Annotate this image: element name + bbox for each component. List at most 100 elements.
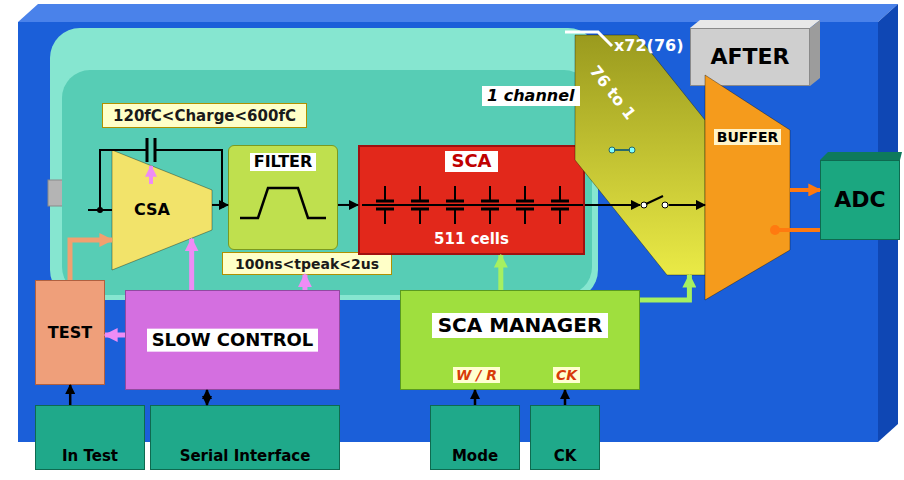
signal-connector (564, 390, 567, 405)
node-text: 1 channel (482, 86, 580, 106)
capacitor-plate (516, 200, 534, 203)
channel-count: x72(76) (614, 36, 683, 55)
feedback-wire (155, 150, 222, 205)
box-top-face (820, 152, 902, 160)
node-text: In Test (62, 448, 118, 465)
sca-bus (362, 204, 583, 206)
range-label: 120fC<Charge<600fC (102, 103, 307, 128)
memory-array: SCA 511 cells (358, 145, 585, 255)
signal-connector (585, 204, 640, 206)
chip-panel (18, 22, 878, 442)
signal-connector (189, 239, 194, 290)
junction-dot (97, 207, 103, 213)
node-text: Mode (452, 448, 498, 465)
node-text: AFTER (710, 44, 789, 69)
node-text: CK (554, 448, 577, 465)
text-holder: TEST (36, 323, 104, 342)
junction-dot (219, 202, 225, 208)
text-holder: 100ns<tpeak<2us (223, 254, 391, 273)
signal-connector (206, 390, 209, 405)
node-text: SCA MANAGER (432, 313, 609, 338)
capacitor-lead (524, 209, 526, 224)
converter-box: ADC (820, 160, 900, 240)
capacitor-lead (559, 186, 561, 201)
buffer-shape: BUFFER (705, 75, 790, 300)
input-box: CK (530, 405, 600, 470)
test-box: TEST (35, 280, 105, 385)
text-holder: CK (531, 446, 599, 465)
capacitor-lead (384, 186, 386, 201)
capacitor-lead (384, 209, 386, 224)
text-holder: SCA MANAGER (401, 313, 639, 338)
node-text: W / R (453, 367, 500, 383)
capacitor-plate (446, 200, 464, 203)
switch-blade (646, 196, 663, 204)
node-text: SCA (445, 151, 497, 172)
switch-contact (662, 202, 668, 208)
text-holder: 511 cells (360, 229, 583, 248)
capacitor-lead (489, 186, 491, 201)
input-wire (88, 209, 112, 211)
node-text: 120fC<Charge<600fC (113, 108, 296, 125)
panel-top-face (18, 4, 898, 22)
node-text: Serial Interface (180, 448, 311, 465)
multiplexer-band: 76 to 1 (575, 35, 705, 275)
text-holder: AFTER (691, 44, 809, 69)
input-box: In Test (35, 405, 145, 470)
amplifier-triangle: CSA (112, 150, 212, 270)
signal-connector (669, 204, 705, 206)
capacitor-plate (551, 200, 569, 203)
signal-connector (775, 228, 820, 232)
shape-fill (705, 75, 790, 300)
capacitor-plate (154, 138, 157, 162)
capacitor-lead (489, 209, 491, 224)
capacitor-lead (419, 186, 421, 201)
text-holder: Serial Interface (151, 446, 339, 465)
text-holder: CK (553, 365, 580, 384)
signal-connector (338, 204, 358, 206)
manager-box: SCA MANAGER W / R CK (400, 290, 640, 390)
text-holder: 1 channel (482, 86, 580, 106)
buffer-dot (770, 225, 780, 235)
node-text: SLOW CONTROL (147, 329, 319, 352)
capacitor-plate (376, 208, 394, 211)
capacitor-plate (411, 200, 429, 203)
capacitor-plate (481, 200, 499, 203)
text-holder: In Test (36, 446, 144, 465)
node-text: CSA (134, 201, 170, 219)
node-text: TEST (48, 324, 92, 342)
capacitor-plate (411, 208, 429, 211)
signal-connector (498, 255, 503, 290)
channel-stack (50, 28, 598, 300)
box-top-face (690, 20, 820, 28)
signal-connector (474, 390, 477, 405)
capacitor-lead (454, 209, 456, 224)
signal-connector (302, 275, 307, 291)
text-holder: Mode (431, 446, 519, 465)
signal-connector (70, 240, 112, 280)
text-holder: FILTER (229, 152, 337, 171)
text-holder: x72(76) (614, 36, 683, 55)
switch-contact (609, 147, 615, 153)
capacitor-plate (376, 200, 394, 203)
text-holder: CSA (134, 200, 170, 219)
signal-connector (640, 275, 689, 300)
text-holder: BUFFER (705, 127, 790, 146)
text-holder: SCA (360, 151, 583, 172)
capacitor-plate (481, 208, 499, 211)
text-holder: W / R (453, 365, 500, 384)
capacitor-lead (454, 186, 456, 201)
text-holder: ADC (821, 187, 899, 212)
node-text: 511 cells (434, 231, 509, 248)
node-text: FILTER (250, 153, 317, 171)
node-text: ADC (834, 187, 885, 212)
switch-contact (641, 202, 647, 208)
text-holder: SLOW CONTROL (126, 329, 339, 352)
box-side-face (810, 20, 820, 86)
shape-outline (705, 75, 790, 300)
node-text: BUFFER (714, 129, 782, 145)
bandpass-symbol (240, 188, 326, 218)
stack-bracket (565, 32, 612, 46)
switch-blade (614, 149, 630, 151)
